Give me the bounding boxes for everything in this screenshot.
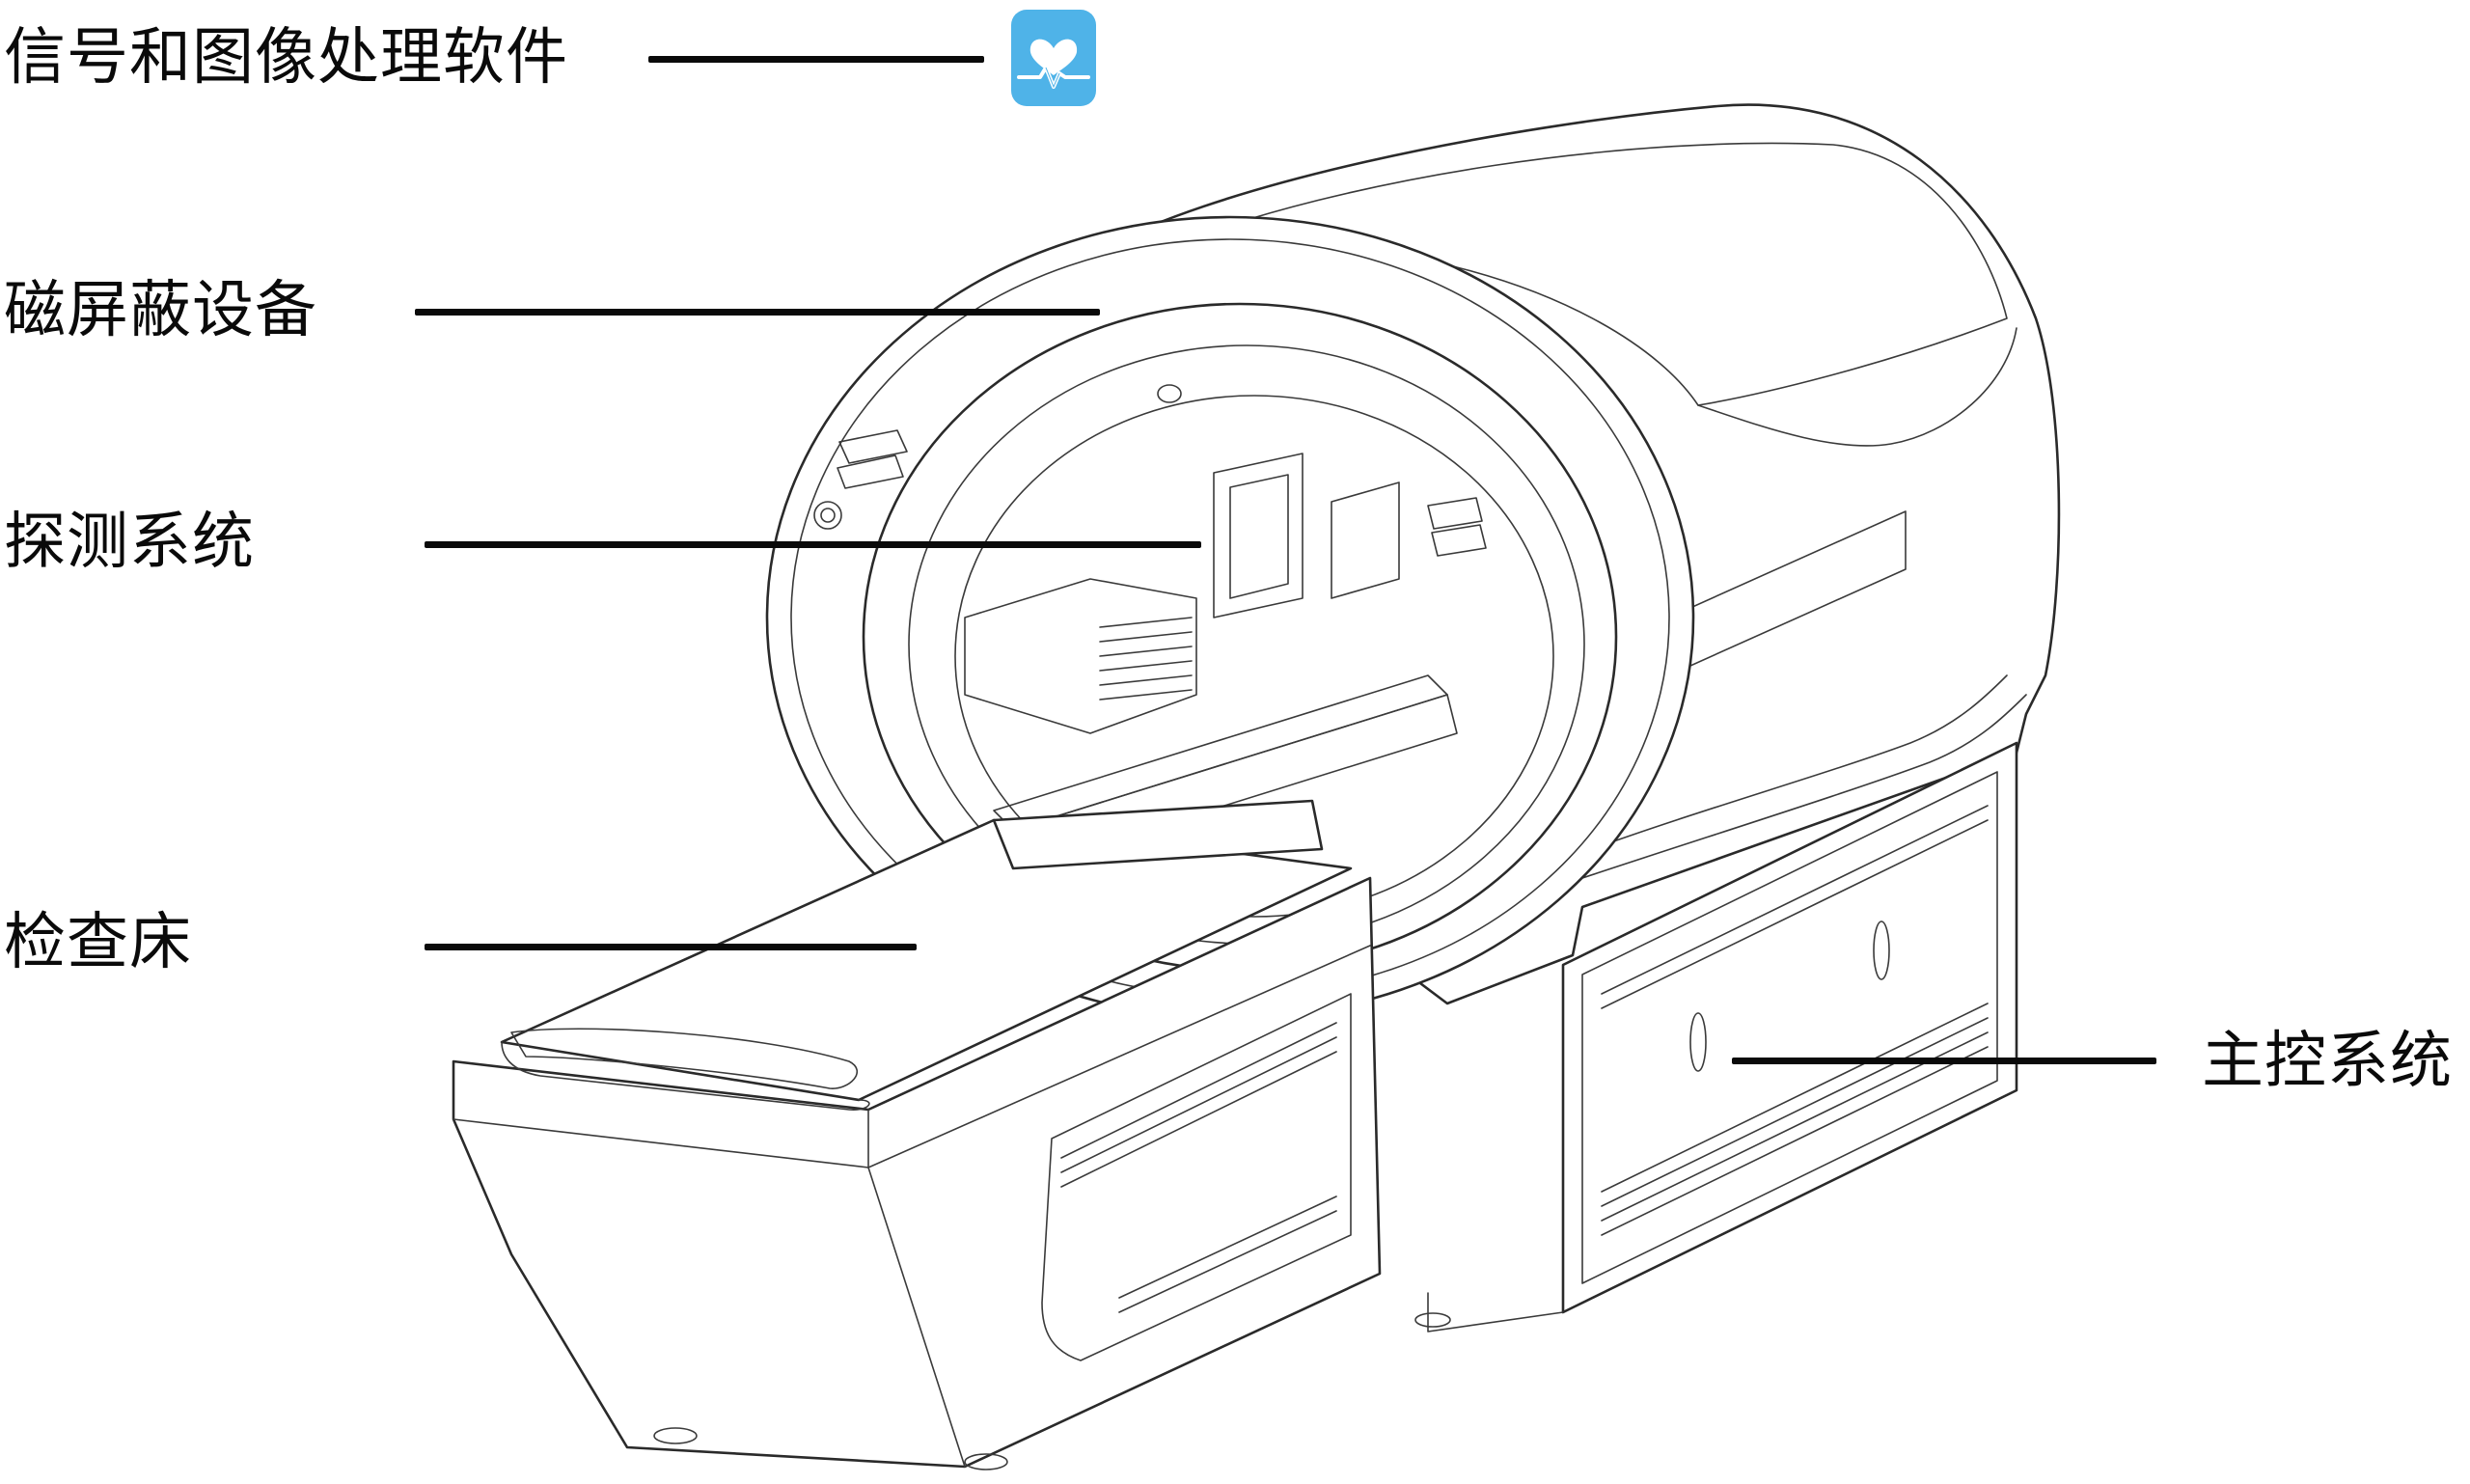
label-software: 信号和图像处理软件 [4, 22, 568, 94]
detector-panels [964, 453, 1400, 734]
bed-vents [1060, 1022, 1337, 1313]
heart-pulse-icon [1011, 10, 1096, 106]
leader-line-detector-system [425, 541, 1201, 548]
label-magnetic-shield: 磁屏蔽设备 [4, 275, 317, 346]
leader-line-main-control [1732, 1058, 2156, 1064]
cabinet-vents [1601, 805, 1989, 1236]
exam-bed-top [500, 818, 1353, 1102]
label-exam-bed: 检查床 [4, 907, 192, 978]
bed-pillow [992, 799, 1324, 870]
leader-line-exam-bed [425, 944, 917, 950]
ring-control-buttons-left [813, 429, 908, 530]
leader-line-magnetic-shield [415, 309, 1100, 316]
label-main-control: 主控系统 [2202, 1026, 2453, 1097]
bed-side-panel [1041, 993, 1352, 1361]
leader-line-software [648, 56, 984, 63]
bed-handle [510, 1028, 858, 1089]
label-detector-system: 探测系统 [4, 507, 255, 578]
ring-control-buttons-right [1427, 497, 1487, 557]
